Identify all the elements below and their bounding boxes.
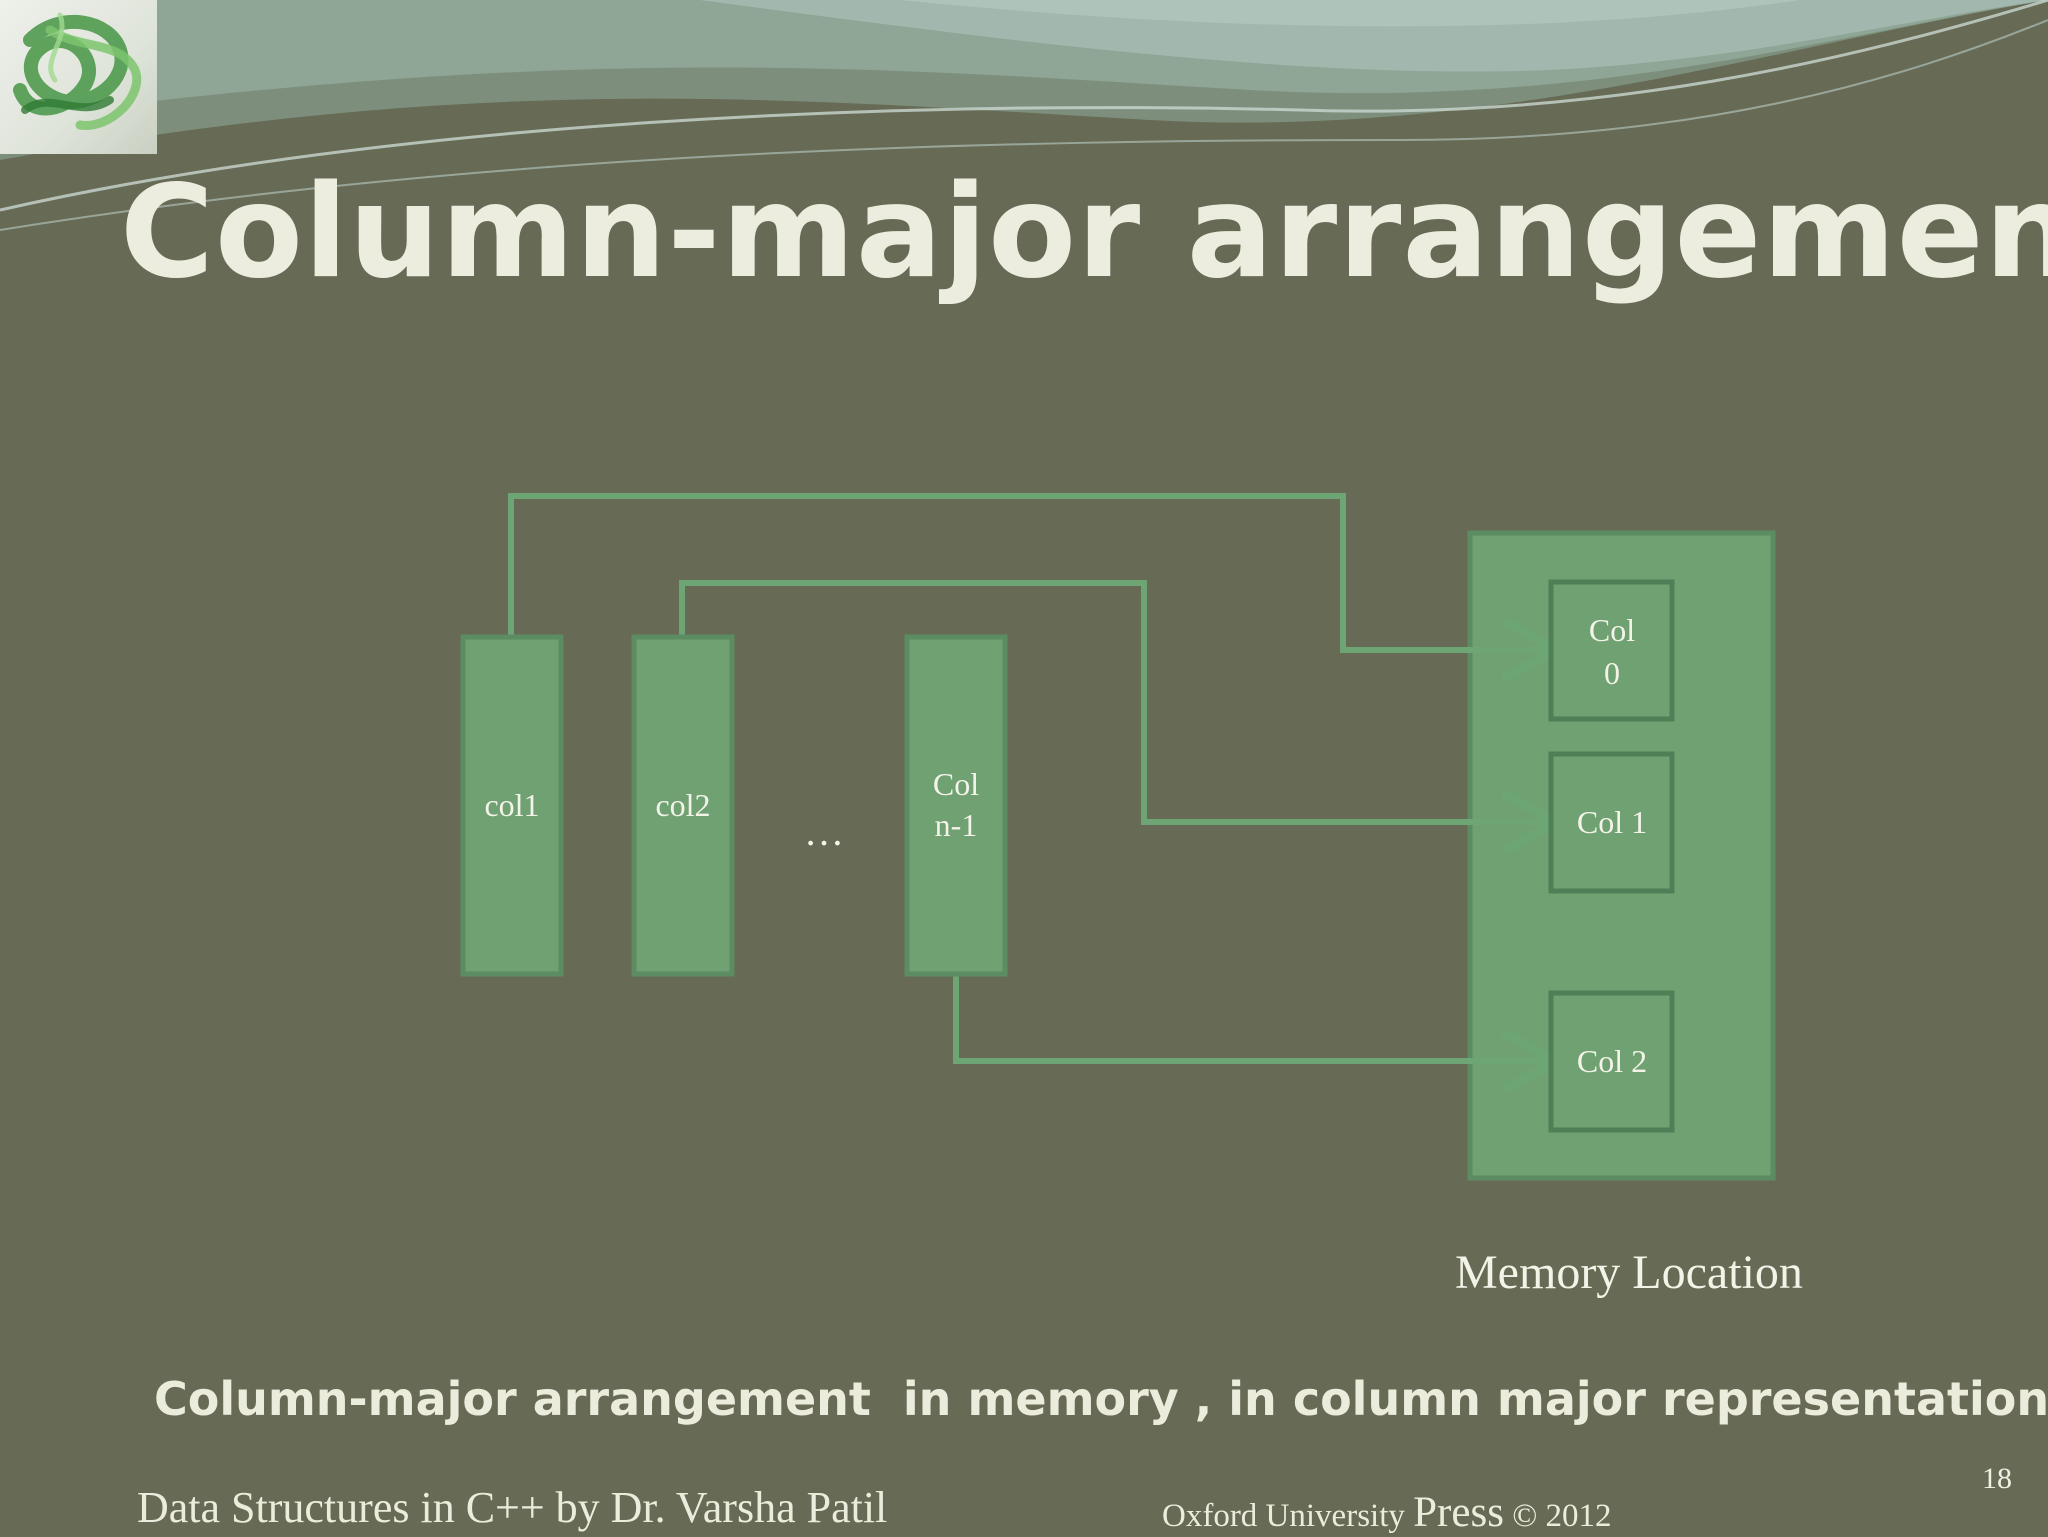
source-column-box bbox=[460, 634, 564, 977]
page-number: 18 bbox=[1982, 1462, 2012, 1495]
memory-slot-label: Col 2 bbox=[1577, 1043, 1647, 1079]
header-wave-decoration bbox=[0, 0, 2048, 231]
source-column-box bbox=[631, 634, 735, 977]
green-knot-logo-icon bbox=[13, 12, 142, 130]
source-column-label: Col bbox=[933, 766, 979, 802]
memory-slot-label: Col bbox=[1589, 612, 1635, 648]
slide-subtitle: Column-major arrangement in memory , in … bbox=[154, 1372, 2048, 1426]
source-column-label: col1 bbox=[484, 787, 539, 823]
footer-publisher-suffix: © 2012 bbox=[1503, 1498, 1612, 1534]
slide-title: Column-major arrangement bbox=[120, 158, 2048, 307]
footer-book-title: Data Structures in C++ by Dr. Varsha Pat… bbox=[137, 1483, 888, 1532]
memory-slot-box bbox=[1548, 579, 1675, 722]
source-column-box bbox=[904, 634, 1008, 977]
source-column-label-line2: n-1 bbox=[935, 807, 978, 843]
footer-publisher-press: Press bbox=[1413, 1489, 1504, 1536]
ellipsis-marker: … bbox=[804, 809, 844, 854]
logo bbox=[0, 0, 157, 154]
connector-col1-to-col0 bbox=[508, 493, 1550, 650]
connector-coln1-to-col2 bbox=[953, 975, 1550, 1061]
memory-slot-label: Col 1 bbox=[1577, 804, 1647, 840]
memory-location-caption: Memory Location bbox=[1455, 1246, 1803, 1299]
connector-col2-to-col1 bbox=[679, 580, 1550, 822]
footer-publisher: Oxford University Press © 2012 bbox=[1162, 1488, 1612, 1537]
memory-slot-label-line2: 0 bbox=[1604, 655, 1620, 691]
memory-slot-box bbox=[1548, 751, 1675, 894]
footer-publisher-prefix: Oxford University bbox=[1162, 1498, 1414, 1534]
source-column-label: col2 bbox=[655, 787, 710, 823]
memory-slot-box bbox=[1548, 990, 1675, 1133]
